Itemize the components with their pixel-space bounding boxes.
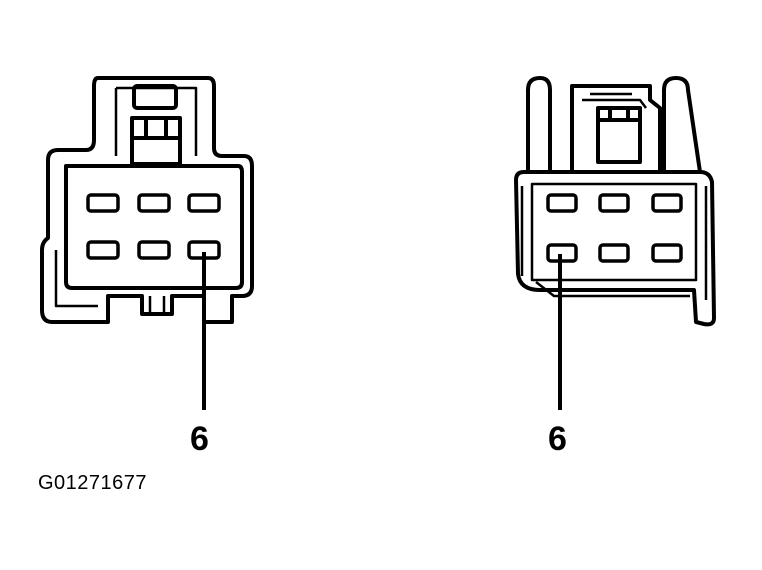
left-connector-latch-tab	[132, 84, 178, 110]
left-callout-label: 6	[190, 420, 209, 458]
left-connector-outer-shell	[40, 76, 254, 324]
left-connector-latch-body	[130, 116, 182, 166]
right-connector-side-rail	[520, 186, 708, 300]
left-connector-key	[148, 296, 166, 314]
right-connector-latch-body	[596, 106, 642, 164]
right-callout-label: 6	[548, 420, 567, 458]
left-connector-latch	[114, 86, 198, 156]
left-pin-5	[137, 240, 171, 260]
right-pin-6	[651, 243, 683, 263]
left-pin-1	[86, 193, 120, 213]
left-pin-3	[187, 193, 221, 213]
left-connector-flange	[54, 250, 98, 308]
right-connector-body	[514, 170, 716, 327]
left-pin-4	[86, 240, 120, 260]
left-pin-2	[137, 193, 171, 213]
right-pin-5	[598, 243, 630, 263]
left-connector: 6	[40, 76, 254, 458]
figure-id: G01271677	[38, 472, 148, 494]
right-pin-1	[546, 193, 578, 213]
right-connector-left-tower	[526, 76, 552, 174]
right-connector-right-tower	[662, 76, 702, 174]
right-connector-latch-housing	[570, 84, 662, 174]
left-connector-face	[64, 164, 244, 290]
right-connector-pins	[546, 193, 683, 263]
right-pin-3	[651, 193, 683, 213]
right-connector-face	[530, 182, 698, 282]
right-connector-face-lower	[535, 281, 690, 298]
right-pin-2	[598, 193, 630, 213]
right-connector: 6	[514, 76, 716, 458]
right-connector-latch-top	[582, 92, 647, 109]
left-connector-pins	[86, 193, 221, 260]
